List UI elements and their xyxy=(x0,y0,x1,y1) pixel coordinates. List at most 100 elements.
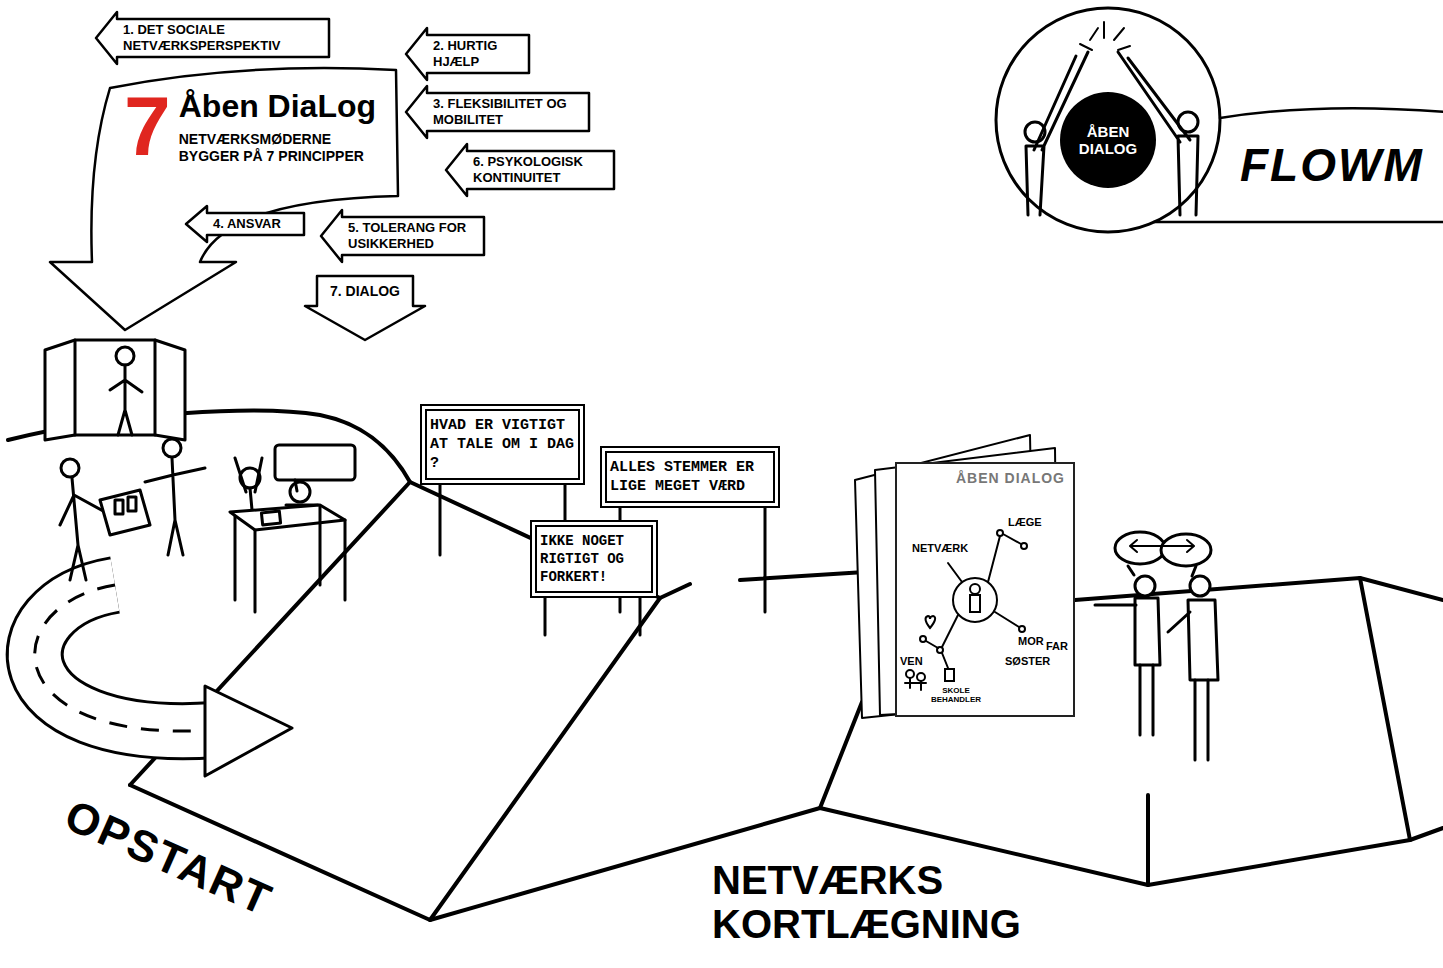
meeting-scene xyxy=(235,458,262,510)
network-map xyxy=(948,563,962,582)
node-text: 3. FLEKSIBILITET OG MOBILITET xyxy=(433,96,580,128)
talking-people xyxy=(1135,576,1155,596)
node-outline xyxy=(1154,108,1443,222)
landscape xyxy=(1146,795,1150,885)
meeting-scene xyxy=(154,340,157,435)
talking-people xyxy=(1168,612,1208,760)
poster-sheets xyxy=(855,435,1075,718)
node-outline xyxy=(305,276,425,340)
open-dialogue-emblem xyxy=(996,8,1220,232)
talking-people xyxy=(1095,605,1153,735)
landscape xyxy=(1360,578,1410,840)
meeting-scene xyxy=(61,459,79,477)
network-map xyxy=(945,669,954,681)
network-map xyxy=(997,530,1003,536)
road-arrow xyxy=(35,585,292,776)
node-text: 2. HURTIG HJÆLP xyxy=(433,38,520,70)
meeting-scene xyxy=(295,480,297,491)
principle-arrow: 4. ANSVAR xyxy=(185,208,305,240)
node-text: IKKE NOGET RIGTIGT OG FORKERT! xyxy=(540,532,648,586)
node-text: 5. TOLERANG FOR USIKKERHED xyxy=(348,220,475,252)
talking-people xyxy=(1188,600,1218,680)
node-text: FLOWM xyxy=(1240,138,1424,192)
meeting-scene xyxy=(115,500,123,514)
node-text: 7. DIALOG xyxy=(321,283,409,300)
map-label: SØSTER xyxy=(1005,655,1050,668)
banner: FLOWM xyxy=(1200,100,1443,230)
landscape xyxy=(130,482,690,785)
meeting-scene xyxy=(163,439,181,457)
principle-arrow: 6. PSYKOLOGISK KONTINUITET xyxy=(445,146,615,194)
poster-sheets xyxy=(895,462,1075,717)
big-number: 7 xyxy=(124,84,171,168)
map-label: SKOLE BEHANDLER xyxy=(930,686,982,704)
talking-people xyxy=(1095,532,1218,760)
meeting-scene xyxy=(230,505,345,530)
network-map xyxy=(926,641,938,648)
meeting-scene xyxy=(60,478,105,580)
network-map xyxy=(942,615,958,647)
talking-people xyxy=(1130,540,1194,552)
road-sign: HVAD ER VIGTIGT AT TALE OM I DAG ? xyxy=(420,404,585,485)
talking-people xyxy=(1115,532,1165,564)
map-label: VEN xyxy=(900,655,923,668)
meeting-scene xyxy=(128,497,136,511)
node-text: 6. PSYKOLOGISK KONTINUITET xyxy=(473,154,605,186)
landscape xyxy=(820,702,862,808)
network-map xyxy=(988,536,1000,582)
network-map xyxy=(942,653,948,668)
meeting-scene xyxy=(261,511,280,525)
meeting-scene xyxy=(74,340,77,435)
node-outline xyxy=(406,86,589,138)
meeting-scene xyxy=(275,445,355,480)
landscape xyxy=(740,572,865,580)
subtitle-text: NETVÆRKSMØDERNE BYGGER PÅ 7 PRINCIPPER xyxy=(179,131,385,165)
title-text: Åben DiaLog xyxy=(179,88,385,124)
map-label: FAR xyxy=(1046,640,1068,653)
network-map xyxy=(906,670,914,678)
node-text: ALLES STEMMER ER LIGE MEGET VÆRD xyxy=(610,458,770,496)
talking-people xyxy=(1161,534,1211,566)
principle-arrow: 2. HURTIG HJÆLP xyxy=(405,30,530,78)
node-outline xyxy=(321,210,484,262)
road-arrow xyxy=(205,686,292,776)
node-outline xyxy=(186,206,304,242)
meeting-scene xyxy=(110,365,142,435)
network-map xyxy=(953,578,997,622)
map-label: NETVÆRK xyxy=(912,542,968,555)
meeting-scene xyxy=(235,507,345,612)
talking-people xyxy=(1135,598,1160,665)
node-text: ÅBEN DIALOG xyxy=(1070,123,1146,157)
network-map xyxy=(970,595,980,612)
map-label: MOR xyxy=(1018,635,1044,648)
principle-arrow: 3. FLEKSIBILITET OG MOBILITET xyxy=(405,88,590,136)
network-map xyxy=(1021,543,1027,549)
node-text: HVAD ER VIGTIGT AT TALE OM I DAG ? xyxy=(430,416,575,473)
principle-arrow: 7. DIALOG xyxy=(305,275,425,308)
stage-label: NETVÆRKS KORTLÆGNING xyxy=(712,858,1042,946)
road-arrow xyxy=(35,585,215,731)
network-map xyxy=(970,584,980,594)
node-text: 1. DET SOCIALE NETVÆRKSPERSPEKTIV xyxy=(123,22,320,54)
landscape xyxy=(1075,578,1443,600)
road-sign: ALLES STEMMER ER LIGE MEGET VÆRD xyxy=(600,446,780,508)
principle-arrow: 5. TOLERANG FOR USIKKERHED xyxy=(320,212,485,260)
network-map xyxy=(1003,534,1021,544)
landscape xyxy=(8,411,1443,920)
meeting-scene xyxy=(45,340,355,612)
meeting-scene xyxy=(145,458,205,555)
network-map xyxy=(905,678,926,690)
talking-people xyxy=(1190,576,1210,596)
meeting-scene xyxy=(290,482,310,502)
meeting-scene xyxy=(116,347,134,365)
network-map xyxy=(926,616,936,628)
meeting-scene xyxy=(45,340,185,440)
network-map xyxy=(920,636,926,642)
road-arrow xyxy=(35,585,215,731)
open-dialogue-emblem xyxy=(996,8,1220,232)
talking-people xyxy=(1128,566,1196,576)
network-map xyxy=(1019,626,1025,632)
node-outline xyxy=(406,28,529,80)
network-poster: ÅBEN DIALOG xyxy=(895,462,1075,717)
principles-arrow: 7Åben DiaLogNETVÆRKSMØDERNE BYGGER PÅ 7 … xyxy=(108,78,393,174)
